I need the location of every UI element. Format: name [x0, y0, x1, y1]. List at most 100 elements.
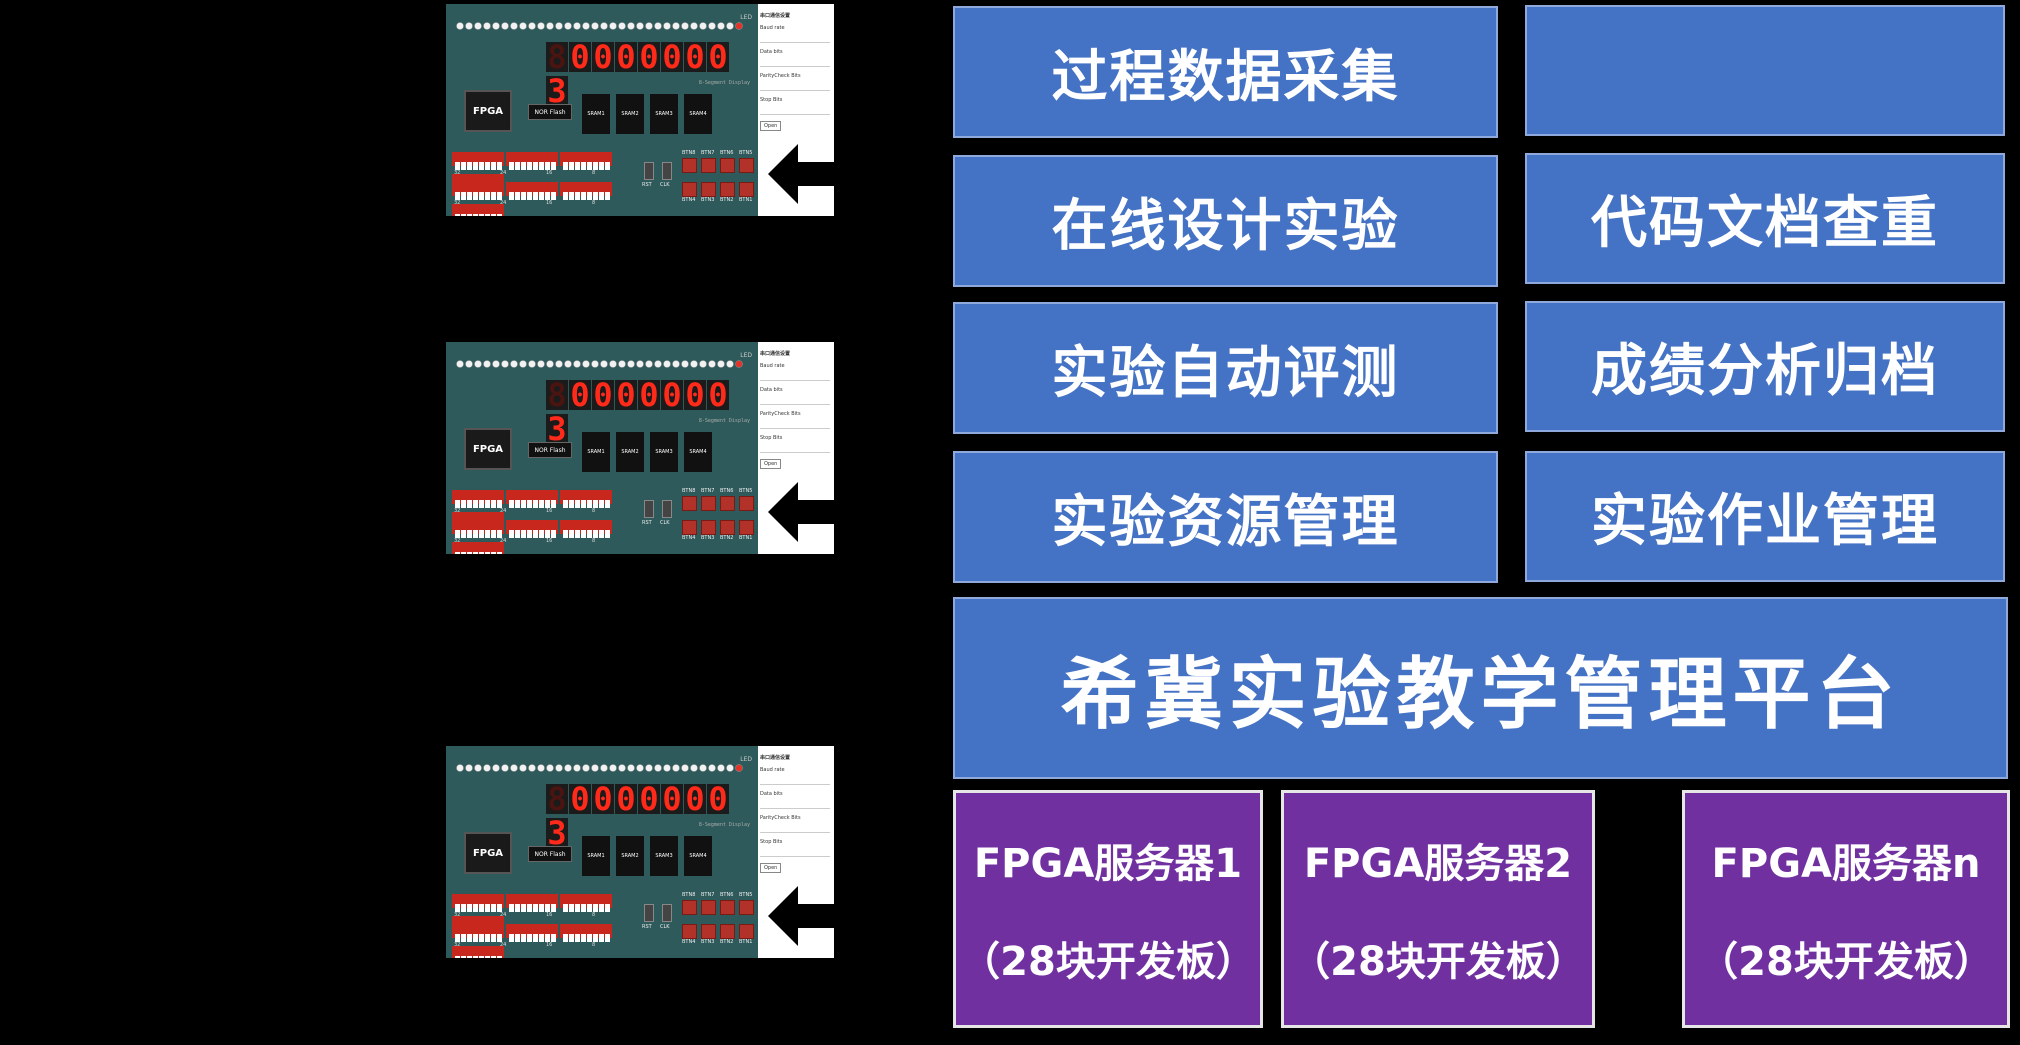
push-button[interactable] [701, 496, 716, 511]
switch[interactable] [509, 192, 514, 200]
switch[interactable] [455, 956, 460, 958]
switch[interactable] [545, 192, 550, 200]
switch[interactable] [593, 500, 598, 508]
ctrl-switch[interactable] [644, 500, 654, 518]
module-blank[interactable] [1525, 5, 2005, 136]
switch[interactable] [473, 956, 478, 958]
switch[interactable] [575, 192, 580, 200]
settings-field-input[interactable] [760, 372, 830, 381]
switch[interactable] [539, 192, 544, 200]
switch[interactable] [473, 904, 478, 912]
switch[interactable] [461, 192, 466, 200]
switch[interactable] [527, 934, 532, 942]
settings-field-input[interactable] [760, 848, 830, 857]
switch[interactable] [509, 530, 514, 538]
switch[interactable] [581, 904, 586, 912]
push-button[interactable] [720, 520, 735, 535]
switch[interactable] [533, 192, 538, 200]
switch[interactable] [605, 934, 610, 942]
switch[interactable] [539, 500, 544, 508]
switch[interactable] [545, 904, 550, 912]
switch[interactable] [563, 192, 568, 200]
switch[interactable] [497, 956, 502, 958]
push-button[interactable] [739, 924, 754, 939]
switch[interactable] [551, 904, 556, 912]
settings-field-input[interactable] [760, 396, 830, 405]
open-button[interactable]: Open [760, 863, 782, 873]
open-button[interactable]: Open [760, 121, 782, 131]
switch[interactable] [605, 162, 610, 170]
settings-field-input[interactable] [760, 106, 830, 115]
ctrl-switch[interactable] [662, 904, 672, 922]
module-experiment-auto-evaluation[interactable]: 实验自动评测 [953, 302, 1498, 434]
switch[interactable] [521, 934, 526, 942]
push-button[interactable] [701, 182, 716, 197]
push-button[interactable] [701, 158, 716, 173]
switch[interactable] [605, 500, 610, 508]
switch[interactable] [485, 552, 490, 554]
module-code-document-plagiarism-check[interactable]: 代码文档查重 [1525, 153, 2005, 284]
push-button[interactable] [739, 158, 754, 173]
push-button[interactable] [720, 496, 735, 511]
switch[interactable] [509, 904, 514, 912]
switch[interactable] [485, 214, 490, 216]
switch[interactable] [467, 530, 472, 538]
switch[interactable] [527, 530, 532, 538]
switch[interactable] [521, 904, 526, 912]
switch[interactable] [473, 934, 478, 942]
push-button[interactable] [682, 158, 697, 173]
fpga-server-1[interactable]: FPGA服务器1 （28块开发板） [953, 790, 1263, 1028]
switch[interactable] [539, 904, 544, 912]
switch[interactable] [563, 904, 568, 912]
switch[interactable] [461, 552, 466, 554]
switch[interactable] [491, 214, 496, 216]
switch[interactable] [473, 530, 478, 538]
switch[interactable] [485, 956, 490, 958]
ctrl-switch[interactable] [662, 500, 672, 518]
switch[interactable] [479, 934, 484, 942]
push-button[interactable] [720, 158, 735, 173]
switch[interactable] [455, 552, 460, 554]
switch[interactable] [593, 192, 598, 200]
switch[interactable] [515, 162, 520, 170]
switch[interactable] [581, 162, 586, 170]
switch[interactable] [497, 552, 502, 554]
switch[interactable] [485, 500, 490, 508]
push-button[interactable] [701, 924, 716, 939]
fpga-server-2[interactable]: FPGA服务器2 （28块开发板） [1281, 790, 1595, 1028]
switch[interactable] [533, 530, 538, 538]
switch[interactable] [569, 934, 574, 942]
push-button[interactable] [739, 496, 754, 511]
switch[interactable] [485, 530, 490, 538]
switch[interactable] [593, 934, 598, 942]
switch[interactable] [467, 162, 472, 170]
push-button[interactable] [720, 182, 735, 197]
switch[interactable] [551, 162, 556, 170]
switch[interactable] [491, 956, 496, 958]
ctrl-switch[interactable] [662, 162, 672, 180]
switch[interactable] [467, 192, 472, 200]
switch[interactable] [521, 192, 526, 200]
switch[interactable] [545, 500, 550, 508]
switch[interactable] [569, 192, 574, 200]
switch[interactable] [569, 500, 574, 508]
switch[interactable] [539, 934, 544, 942]
settings-field-input[interactable] [760, 34, 830, 43]
switch[interactable] [587, 904, 592, 912]
switch[interactable] [461, 162, 466, 170]
switch[interactable] [497, 192, 502, 200]
push-button[interactable] [701, 900, 716, 915]
settings-field-input[interactable] [760, 420, 830, 429]
switch[interactable] [479, 552, 484, 554]
switch[interactable] [479, 162, 484, 170]
ctrl-switch[interactable] [644, 162, 654, 180]
switch[interactable] [485, 904, 490, 912]
switch[interactable] [491, 934, 496, 942]
push-button[interactable] [682, 496, 697, 511]
switch[interactable] [599, 162, 604, 170]
switch[interactable] [551, 192, 556, 200]
switch[interactable] [467, 904, 472, 912]
switch[interactable] [479, 904, 484, 912]
switch[interactable] [497, 530, 502, 538]
switch[interactable] [455, 934, 460, 942]
